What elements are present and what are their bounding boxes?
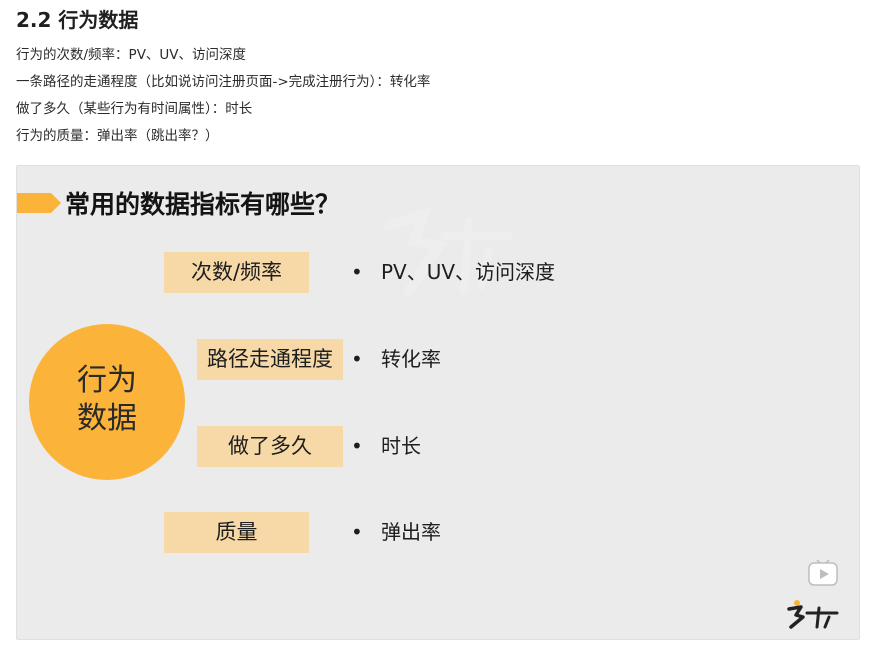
metric-bullet-text: 转化率 (381, 347, 441, 371)
metric-bullet-frequency: • PV、UV、访问深度 (351, 252, 555, 293)
play-icon[interactable] (807, 559, 839, 587)
metric-label-path: 路径走通程度 (197, 339, 343, 380)
slide-title: 常用的数据指标有哪些？ (65, 190, 341, 219)
metric-bullet-path: • 转化率 (351, 339, 441, 380)
section-heading: 2.2 行为数据 (16, 8, 139, 32)
bullet-dot-icon: • (351, 260, 363, 284)
description-line: 行为的质量：弹出率（跳出率？） (16, 128, 219, 144)
metric-bullet-text: PV、UV、访问深度 (381, 260, 556, 284)
metric-bullet-text: 弹出率 (381, 520, 441, 544)
behavior-data-circle: 行为 数据 (29, 324, 185, 480)
circle-text-line: 数据 (77, 401, 137, 436)
bullet-dot-icon: • (351, 347, 363, 371)
metric-bullet-duration: • 时长 (351, 426, 421, 467)
slide-image: 常用的数据指标有哪些？ 行为 数据 次数/频率 • PV、UV、访问深度 路径走通… (16, 165, 860, 640)
circle-text-line: 行为 (77, 363, 137, 398)
3jieke-logo-icon (787, 599, 843, 631)
description-lines: 行为的次数/频率：PV、UV、访问深度 一条路径的走通程度（比如说访问注册页面-… (16, 42, 430, 150)
bullet-dot-icon: • (351, 434, 363, 458)
bullet-dot-icon: • (351, 520, 363, 544)
description-line: 行为的次数/频率：PV、UV、访问深度 (16, 47, 247, 63)
metric-label-duration: 做了多久 (197, 426, 343, 467)
description-line: 做了多久（某些行为有时间属性）：时长 (16, 101, 253, 117)
watermark-logo-icon (369, 196, 519, 306)
metric-bullet-text: 时长 (381, 434, 421, 458)
metric-label-frequency: 次数/频率 (164, 252, 309, 293)
metric-label-quality: 质量 (164, 512, 309, 553)
metric-bullet-quality: • 弹出率 (351, 512, 441, 553)
description-line: 一条路径的走通程度（比如说访问注册页面->完成注册行为）：转化率 (16, 74, 431, 90)
